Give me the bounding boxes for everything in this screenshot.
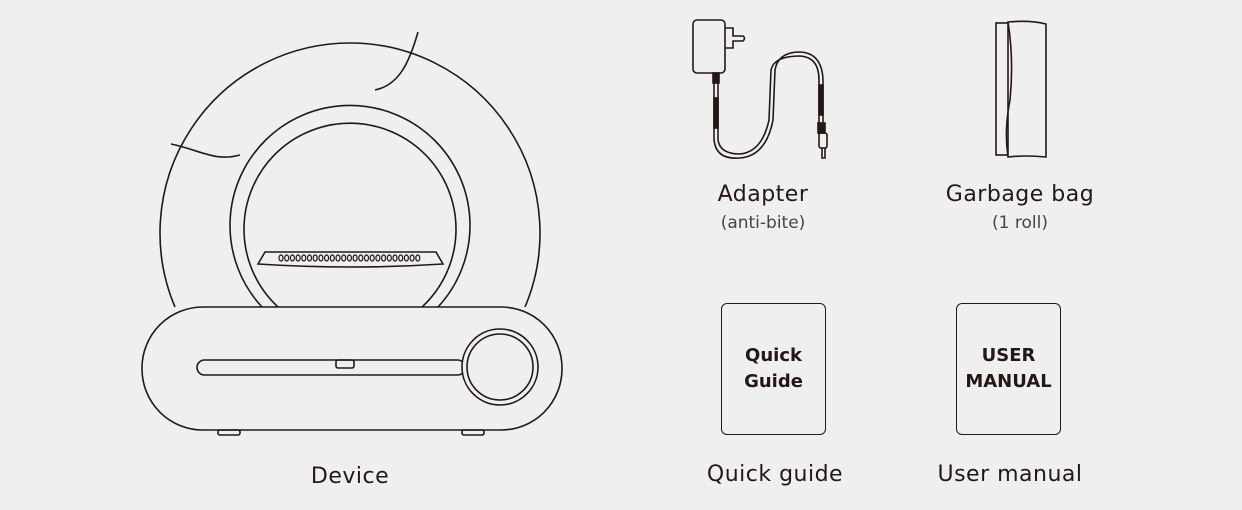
garbage-bag-note: (1 roll) bbox=[992, 213, 1048, 233]
vent-slot bbox=[301, 254, 307, 262]
vent-slot bbox=[398, 254, 404, 262]
vent-slot bbox=[295, 254, 301, 262]
vent-slot bbox=[324, 254, 330, 262]
vent-slot bbox=[409, 254, 415, 262]
user-manual-cover-line2: MANUAL bbox=[965, 371, 1052, 392]
vent-slot bbox=[375, 254, 381, 262]
knob-outer bbox=[461, 328, 539, 406]
device-label: Device bbox=[310, 464, 390, 489]
vent-slot bbox=[284, 254, 290, 262]
vent-slot bbox=[318, 254, 324, 262]
garbage-bag-illustration bbox=[995, 20, 1047, 158]
user-manual-cover-line1: USER bbox=[981, 345, 1036, 366]
quick-guide-cover-line2: Guide bbox=[744, 371, 803, 392]
vent-slot bbox=[381, 254, 387, 262]
vent-slot bbox=[415, 254, 421, 262]
vent-slot bbox=[392, 254, 398, 262]
adapter-label: Adapter bbox=[717, 182, 809, 207]
vent-slot bbox=[352, 254, 358, 262]
vent-slot bbox=[386, 254, 392, 262]
quick-guide-label: Quick guide bbox=[706, 462, 844, 487]
vent-slot bbox=[289, 254, 295, 262]
adapter-illustration bbox=[692, 19, 828, 159]
vent-grille bbox=[256, 251, 445, 268]
vent-slot bbox=[329, 254, 335, 262]
vent-slot bbox=[358, 254, 364, 262]
garbage-bag-label: Garbage bag bbox=[945, 182, 1095, 207]
vent-slot bbox=[306, 254, 313, 262]
vent-slot bbox=[341, 254, 347, 262]
vent-slot bbox=[369, 254, 375, 262]
vent-slot bbox=[335, 254, 341, 262]
quick-guide-cover-line1: Quick bbox=[745, 345, 802, 366]
vent-slot bbox=[403, 254, 409, 262]
vent-slot bbox=[346, 254, 352, 262]
knob-inner bbox=[466, 333, 534, 401]
adapter-note: (anti-bite) bbox=[720, 213, 806, 233]
user-manual-booklet: USER MANUAL bbox=[956, 303, 1061, 435]
device-illustration bbox=[141, 31, 563, 436]
vent-slot bbox=[363, 254, 370, 262]
user-manual-label: User manual bbox=[937, 462, 1083, 487]
vent-slot bbox=[278, 254, 284, 262]
vent-slot bbox=[312, 254, 318, 262]
quick-guide-booklet: Quick Guide bbox=[721, 303, 826, 435]
